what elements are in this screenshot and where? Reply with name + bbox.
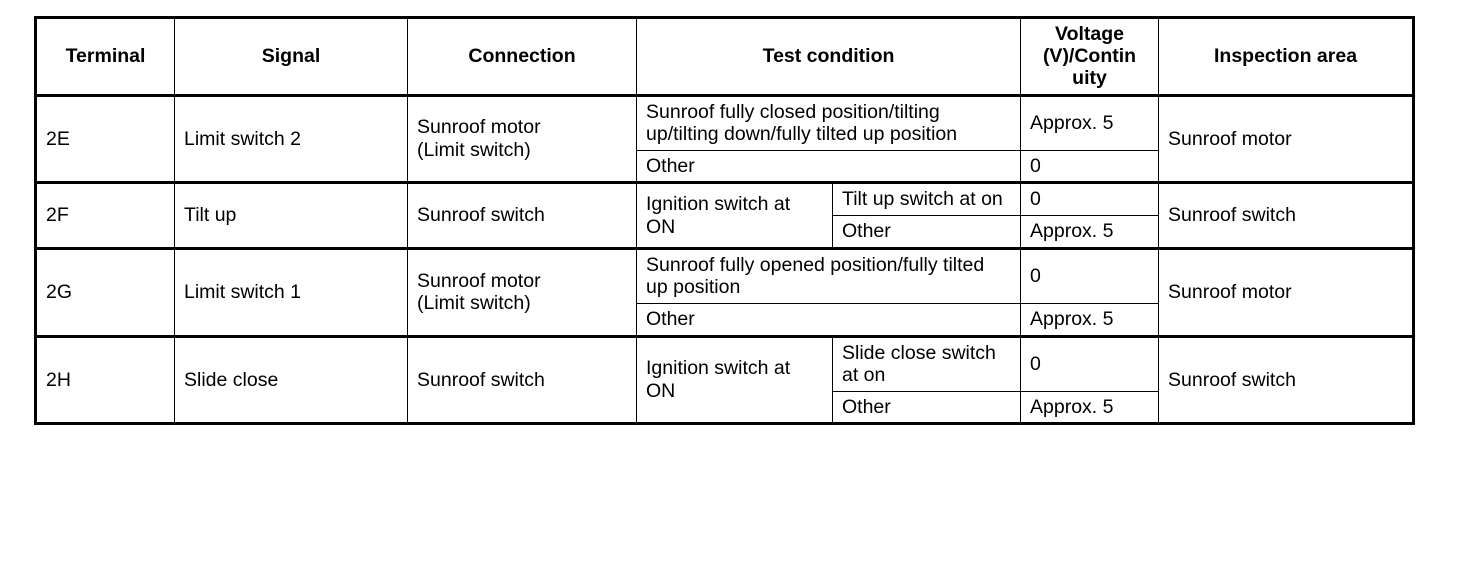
cell-connection: Sunroof motor (Limit switch): [407, 246, 637, 337]
cell-signal: Limit switch 1: [174, 246, 408, 337]
table-header: Terminal Signal Connection Test conditio…: [35, 17, 1415, 97]
cell-test-sub-condition: Tilt up switch at on: [831, 181, 1022, 217]
table-row: 2H Slide close Sunroof switch Ignition s…: [35, 334, 1415, 425]
cell-voltage: 0: [1020, 181, 1160, 217]
cell-connection: Sunroof switch: [407, 334, 637, 425]
column-header-signal: Signal: [174, 17, 408, 97]
column-header-connection: Connection: [407, 17, 637, 97]
cell-terminal: 2F: [35, 181, 175, 249]
cell-inspection-area: Sunroof motor: [1158, 246, 1415, 337]
table-row: Other Approx. 5: [36, 302, 1414, 337]
cell-voltage: Approx. 5: [1020, 215, 1160, 249]
column-header-terminal: Terminal: [35, 17, 175, 97]
cell-connection: Sunroof motor (Limit switch): [407, 93, 637, 184]
cell-test-condition: Sunroof fully closed position/tilting up…: [635, 93, 1022, 151]
cell-test-condition: Ignition switch at ON: [636, 181, 833, 249]
cell-test-condition: Sunroof fully opened position/fully tilt…: [635, 246, 1022, 304]
cell-terminal: 2H: [35, 334, 175, 425]
cell-test-condition: Other: [635, 149, 1022, 184]
table-row: 2E Limit switch 2 Sunroof motor (Limit s…: [35, 93, 1415, 184]
cell-test-condition: Ignition switch at ON: [636, 334, 833, 425]
table-row: 2F Tilt up Sunroof switch Ignition switc…: [35, 181, 1415, 249]
cell-voltage: 0: [1020, 149, 1160, 184]
table-body: 2E Limit switch 2 Sunroof motor (Limit s…: [35, 93, 1415, 425]
table-row: Other Approx. 5: [36, 215, 1414, 249]
cell-voltage: 0: [1020, 334, 1160, 392]
cell-inspection-area: Sunroof switch: [1158, 334, 1415, 425]
column-header-inspection-area: Inspection area: [1158, 17, 1415, 97]
cell-test-sub-condition: Other: [831, 390, 1022, 425]
cell-terminal: 2G: [35, 246, 175, 337]
cell-inspection-area: Sunroof switch: [1158, 181, 1415, 249]
column-header-test-condition: Test condition: [635, 17, 1022, 97]
cell-voltage: Approx. 5: [1020, 302, 1160, 337]
cell-voltage: Approx. 5: [1020, 390, 1160, 425]
column-header-voltage-continuity: Voltage (V)/Contin uity: [1020, 17, 1160, 97]
cell-inspection-area: Sunroof motor: [1158, 93, 1415, 184]
cell-signal: Tilt up: [174, 181, 408, 249]
table-row: 2G Limit switch 1 Sunroof motor (Limit s…: [35, 246, 1415, 337]
table-row: Other 0: [36, 149, 1414, 184]
table-header-row: Terminal Signal Connection Test conditio…: [35, 17, 1415, 97]
cell-voltage: Approx. 5: [1020, 93, 1160, 151]
cell-test-sub-condition: Slide close switch at on: [831, 334, 1022, 392]
cell-terminal: 2E: [35, 93, 175, 184]
cell-test-condition: Other: [635, 302, 1022, 337]
cell-test-sub-condition: Other: [831, 215, 1022, 249]
cell-signal: Slide close: [174, 334, 408, 425]
cell-signal: Limit switch 2: [174, 93, 408, 184]
cell-connection: Sunroof switch: [407, 181, 637, 249]
table-row: Other Approx. 5: [36, 390, 1414, 425]
terminal-inspection-table: Terminal Signal Connection Test conditio…: [34, 16, 1416, 426]
cell-voltage: 0: [1020, 246, 1160, 304]
